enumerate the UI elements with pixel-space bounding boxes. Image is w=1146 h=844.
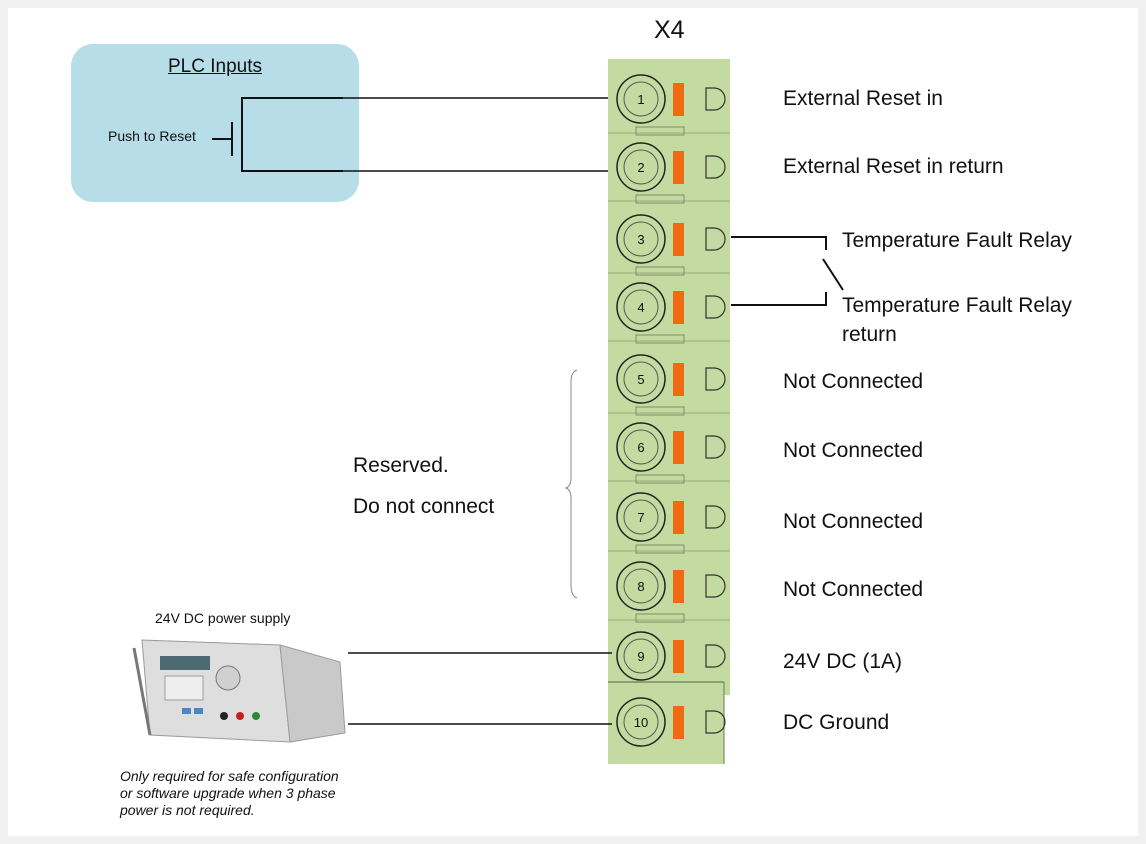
power-supply-note-line1: Only required for safe configuration [120, 768, 339, 784]
pin-3-label: Temperature Fault Relay [842, 229, 1072, 252]
pin-number: 4 [637, 300, 644, 315]
pin-number: 1 [637, 92, 644, 107]
pin-outer-ring [616, 282, 666, 332]
push-to-reset-label: Push to Reset [108, 128, 196, 144]
power-supply-title: 24V DC power supply [155, 610, 291, 626]
pin-latch [673, 83, 684, 116]
pin-latch [673, 431, 684, 464]
pin-outer-ring [616, 561, 666, 611]
pin-screw-socket [705, 644, 726, 668]
pin-latch [673, 363, 684, 396]
pin-latch [673, 570, 684, 603]
pin-outer-ring [616, 422, 666, 472]
pin-latch [673, 640, 684, 673]
pin-inner-ring [623, 638, 659, 674]
pin-9-label: 24V DC (1A) [783, 650, 903, 673]
pin-10-label: DC Ground [783, 711, 890, 734]
terminal-block-x4 [608, 59, 730, 764]
terminal-pin-7: 7 [608, 492, 730, 554]
plc-inputs-box [71, 44, 359, 202]
terminal-pin-3: 3 [608, 214, 730, 276]
pin-number: 5 [637, 372, 644, 387]
power-supply-note-line2: or software upgrade when 3 phase [120, 785, 336, 801]
pin-screw-socket [705, 435, 726, 459]
pin-ledge [635, 266, 685, 276]
pin-screw-socket [705, 87, 726, 111]
terminal-pin-5: 5 [608, 354, 730, 416]
pin-latch [673, 706, 684, 739]
pin-inner-ring [623, 499, 659, 535]
terminal-pin-4: 4 [608, 282, 730, 344]
terminal-pin-6: 6 [608, 422, 730, 484]
pin-outer-ring [616, 214, 666, 264]
pin-inner-ring [623, 81, 659, 117]
pin-number: 9 [637, 649, 644, 664]
terminal-pin-9: 9 [616, 631, 726, 681]
pin-8-label: Not Connected [783, 578, 924, 601]
pin-number: 3 [637, 232, 644, 247]
pin-ledge [635, 126, 685, 136]
pin-outer-ring [616, 492, 666, 542]
pin-4-label-line1: Temperature Fault Relay [842, 294, 1072, 317]
terminal-pin-1: 1 [608, 74, 730, 136]
pin-6-label: Not Connected [783, 439, 924, 462]
pin-4-label-line2: return [842, 323, 897, 346]
pin-screw-socket [705, 227, 726, 251]
power-supply-image [128, 635, 348, 753]
reset-wires [343, 97, 612, 172]
pin-outer-ring [616, 142, 666, 192]
pin-ledge [635, 334, 685, 344]
reserved-brace [564, 369, 578, 599]
pin-screw-socket [705, 574, 726, 598]
pin-number: 6 [637, 440, 644, 455]
pin-ledge [635, 613, 685, 623]
pin-inner-ring [623, 704, 659, 740]
reserved-line2: Do not connect [353, 495, 495, 518]
terminal-pin-8: 8 [608, 561, 730, 623]
pin-latch [673, 223, 684, 256]
pin-inner-ring [623, 289, 659, 325]
pin-ledge [635, 406, 685, 416]
pin-inner-ring [623, 361, 659, 397]
pin-inner-ring [623, 429, 659, 465]
pin-number: 2 [637, 160, 644, 175]
pin-5-label: Not Connected [783, 370, 924, 393]
pin-outer-ring [616, 74, 666, 124]
power-supply-note: Only required for safe configuration or … [120, 768, 400, 819]
pin-1-label: External Reset in [783, 87, 943, 110]
pin-screw-socket [705, 505, 726, 529]
relay-wires [731, 236, 844, 306]
pin-outer-ring [616, 631, 666, 681]
pin-latch [673, 501, 684, 534]
pin-screw-socket [705, 155, 726, 179]
terminal-pin-2: 2 [608, 142, 730, 204]
pin-ledge [635, 474, 685, 484]
pin-number: 10 [634, 715, 648, 730]
push-button-switch-symbol [212, 97, 343, 172]
reserved-line1: Reserved. [353, 454, 449, 477]
connector-label: X4 [654, 16, 685, 44]
power-wires [348, 652, 612, 725]
reserved-note: Reserved. Do not connect [353, 445, 494, 527]
pin-ledge [635, 194, 685, 204]
pin-screw-socket [705, 295, 726, 319]
pin-ledge [635, 544, 685, 554]
pin-latch [673, 151, 684, 184]
plc-inputs-title: PLC Inputs [168, 56, 262, 77]
pin-2-label: External Reset in return [783, 155, 1004, 178]
pin-outer-ring [616, 697, 666, 747]
pin-latch [673, 291, 684, 324]
pin-number: 8 [637, 579, 644, 594]
terminal-pin-10: 10 [616, 697, 726, 747]
pin-inner-ring [623, 149, 659, 185]
pin-7-label: Not Connected [783, 510, 924, 533]
pin-screw-socket [705, 710, 726, 734]
pin-screw-socket [705, 367, 726, 391]
pin-inner-ring [623, 221, 659, 257]
pin-inner-ring [623, 568, 659, 604]
pin-number: 7 [637, 510, 644, 525]
power-supply-note-line3: power is not required. [120, 802, 255, 818]
pin-outer-ring [616, 354, 666, 404]
